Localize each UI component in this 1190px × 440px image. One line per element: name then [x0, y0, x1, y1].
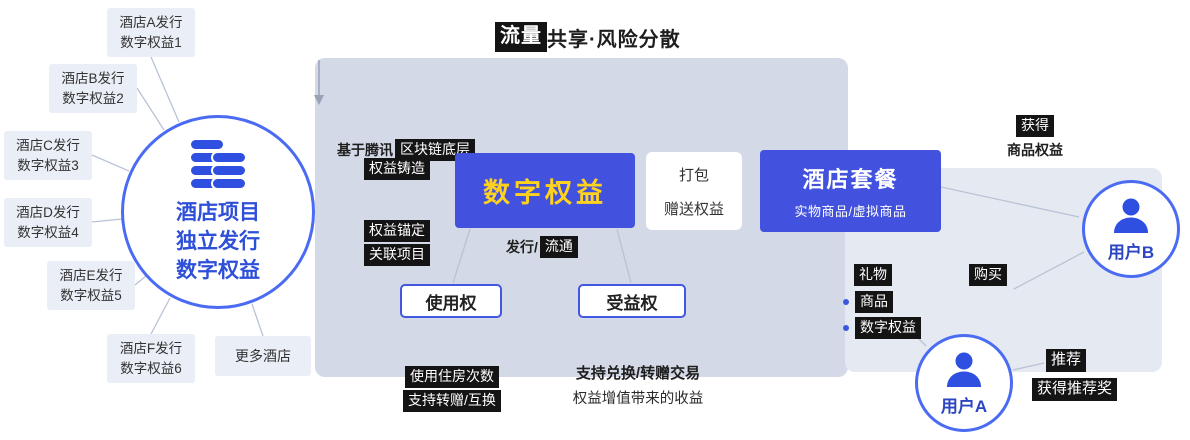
- hotel-box-line2: 数字权益1: [120, 34, 182, 50]
- goods-list: 商品 数字权益: [843, 291, 921, 343]
- obtain-highlight: 获得: [1016, 115, 1054, 137]
- hotel-package-box: 酒店套餐 实物商品/虚拟商品: [760, 150, 941, 232]
- gift-label: 礼物: [854, 264, 892, 286]
- usage-note-line1: 使用住房次数: [405, 366, 499, 388]
- hotel-box-e: 酒店E发行 数字权益5: [47, 261, 135, 311]
- title-rest: 共享·风险分散: [547, 28, 681, 51]
- down-arrow-icon: [314, 95, 324, 105]
- circulate-label: 流通: [539, 236, 578, 258]
- hotel-box-line1: 酒店A发行: [119, 15, 183, 30]
- issue-label: 发行/: [506, 238, 538, 255]
- base-label-normal: 基于腾讯: [337, 141, 393, 158]
- buy-label-text: 购买: [969, 264, 1007, 286]
- benefit-right-label: 受益权: [606, 293, 658, 313]
- issuer-circle: 酒店项目 独立发行 数字权益: [121, 115, 315, 309]
- usage-note: 使用住房次数 支持转赠/互换: [392, 366, 512, 412]
- hotel-box-d: 酒店D发行 数字权益4: [4, 198, 92, 248]
- package-gift-box: 打包 赠送权益: [646, 152, 742, 230]
- goods-item: 数字权益: [843, 316, 921, 339]
- usage-right-chip: 使用权: [400, 284, 502, 318]
- goods-item-label: 商品: [855, 291, 893, 313]
- obtain-rest: 商品权益: [1007, 141, 1063, 158]
- hotel-box-c: 酒店C发行 数字权益3: [4, 131, 92, 181]
- user-icon: [947, 352, 981, 387]
- hotel-box-line1: 酒店E发行: [59, 268, 123, 283]
- mint-label: 权益铸造: [364, 158, 430, 180]
- hotel-box-b: 酒店B发行 数字权益2: [49, 64, 137, 114]
- diagram-title: 流量 共享·风险分散: [495, 22, 681, 52]
- bullet-dot-icon: [843, 324, 849, 331]
- bullet-dot-icon: [843, 298, 849, 305]
- hotel-box-line2: 数字权益6: [120, 360, 182, 376]
- digital-rights-label: 数字权益: [483, 178, 607, 208]
- benefit-note-line1: 支持兑换/转赠交易: [575, 365, 701, 382]
- hotel-box-f: 酒店F发行 数字权益6: [107, 334, 195, 384]
- hotel-box-line1: 酒店C发行: [16, 138, 80, 153]
- issuer-line2: 独立发行: [176, 230, 260, 254]
- benefit-note: 支持兑换/转赠交易 权益增值带来的收益: [533, 362, 743, 408]
- hotel-box-line2: 数字权益3: [17, 157, 79, 173]
- issuer-line1: 酒店项目: [176, 201, 260, 225]
- user-a-circle: 用户A: [915, 334, 1013, 432]
- goods-item-label: 数字权益: [855, 316, 921, 339]
- more-hotels-box: 更多酒店: [215, 336, 311, 376]
- benefit-right-chip: 受益权: [578, 284, 686, 318]
- hotel-box-line2: 数字权益2: [62, 90, 124, 106]
- benefit-note-line2: 权益增值带来的收益: [572, 391, 704, 407]
- recommend-label: 推荐: [1046, 349, 1087, 373]
- anchor-line1: 权益锚定: [364, 220, 430, 242]
- mint-label-text: 权益铸造: [364, 158, 430, 180]
- usage-right-label: 使用权: [425, 293, 477, 313]
- digital-rights-box: 数字权益: [455, 153, 635, 228]
- hotel-package-subtitle: 实物商品/虚拟商品: [794, 204, 907, 219]
- hotel-box-line2: 数字权益4: [17, 224, 79, 240]
- goods-item: 商品: [843, 291, 921, 313]
- usage-note-line2: 支持转赠/互换: [403, 389, 501, 412]
- issue-circulate-label: 发行/ 流通: [506, 236, 578, 258]
- user-b-label: 用户B: [1107, 243, 1155, 262]
- hotel-box-a: 酒店A发行 数字权益1: [107, 8, 195, 58]
- issuer-line3: 数字权益: [176, 258, 260, 282]
- issuer-title: 酒店项目 独立发行 数字权益: [176, 199, 260, 286]
- user-b-circle: 用户B: [1082, 180, 1180, 278]
- more-hotels-label: 更多酒店: [235, 348, 291, 364]
- package-line1: 打包: [678, 167, 709, 184]
- user-a-label: 用户A: [940, 397, 988, 416]
- anchor-line2: 关联项目: [364, 243, 430, 266]
- hotel-package-title: 酒店套餐: [802, 167, 899, 192]
- recommend-reward-text: 获得推荐奖: [1032, 378, 1118, 402]
- user-icon: [1114, 198, 1148, 233]
- obtain-goods-label: 获得 商品权益: [991, 115, 1079, 160]
- gift-label-text: 礼物: [854, 264, 892, 286]
- hotel-box-line2: 数字权益5: [60, 287, 122, 303]
- hotel-box-line1: 酒店D发行: [16, 205, 80, 220]
- recommend-label-text: 推荐: [1046, 349, 1087, 373]
- anchor-label: 权益锚定 关联项目: [364, 220, 430, 266]
- hotel-box-line1: 酒店B发行: [61, 71, 125, 86]
- buy-label: 购买: [969, 264, 1007, 286]
- package-line2: 赠送权益: [663, 201, 724, 218]
- title-highlight: 流量: [495, 22, 547, 52]
- recommend-reward-label: 获得推荐奖: [1032, 378, 1118, 402]
- hotel-box-line1: 酒店F发行: [119, 341, 183, 356]
- coins-stack-icon: [189, 138, 247, 191]
